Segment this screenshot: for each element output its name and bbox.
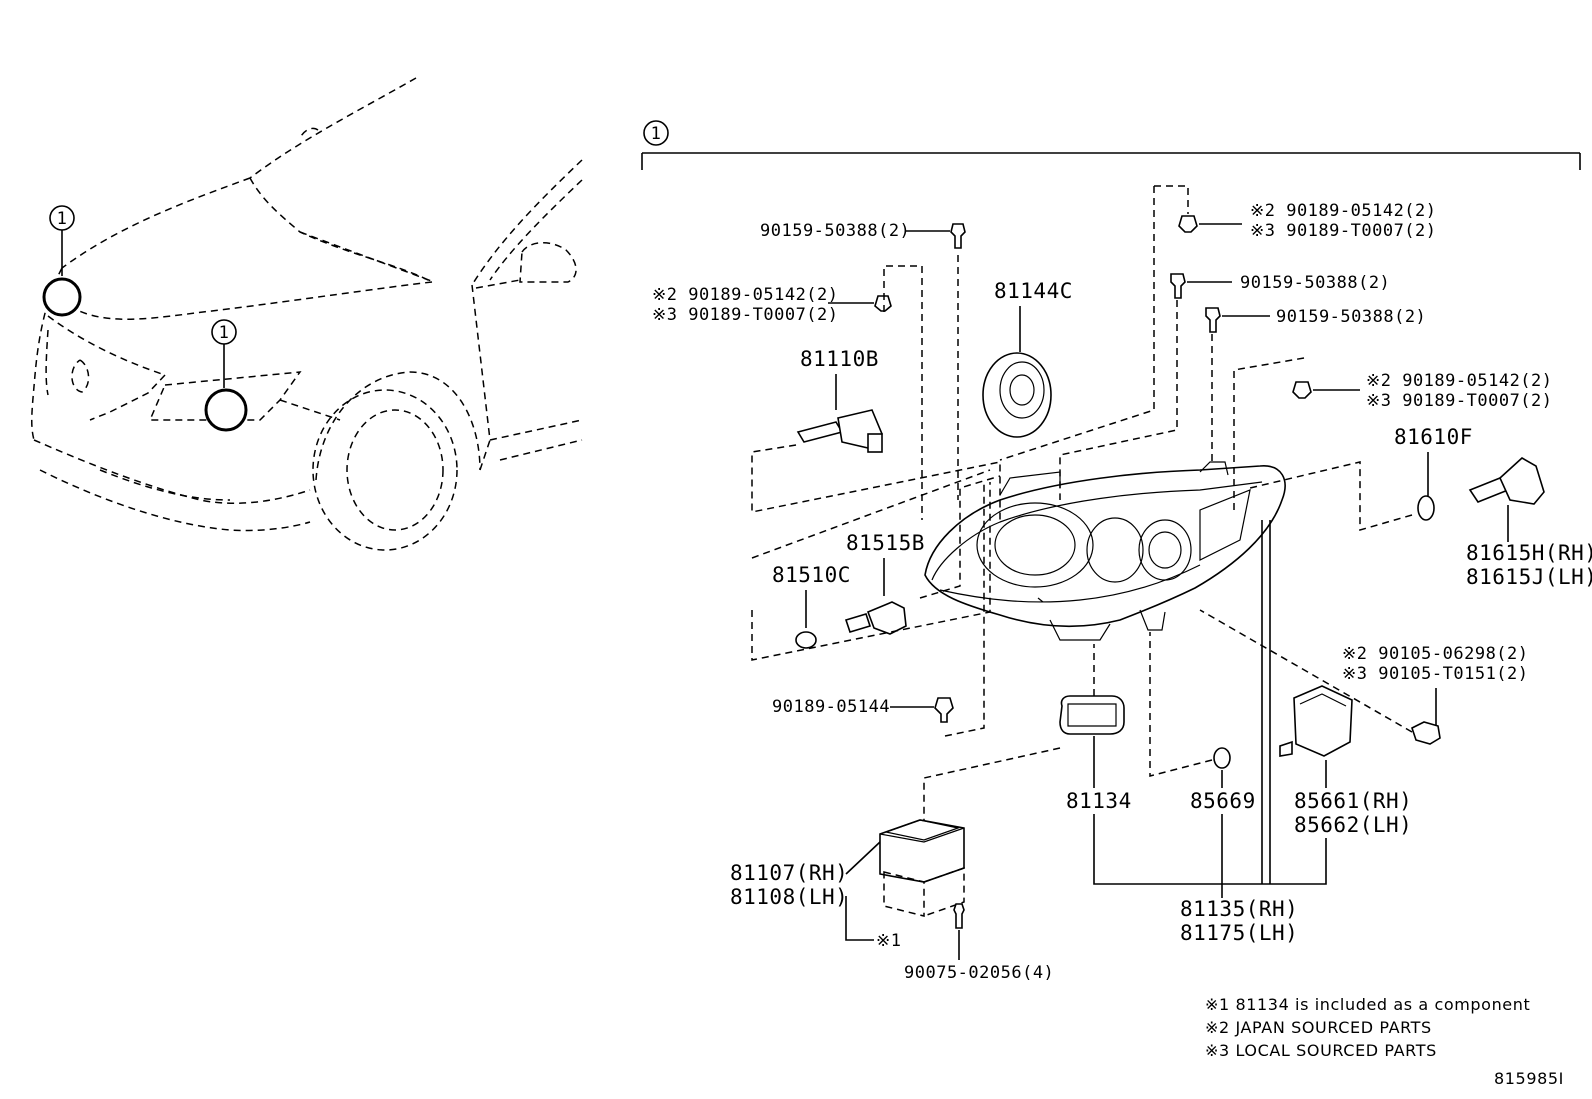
vehicle-callout-headlamp-1: 1: [42, 205, 82, 317]
label-81107: 81107(RH): [730, 861, 848, 885]
part-81135-81175: 81135(RH) 81175(LH): [1093, 520, 1327, 945]
vehicle-front-view: [31, 77, 583, 551]
part-clip-top: ※2 90189-05142(2) ※3 90189-T0007(2): [999, 185, 1437, 461]
label-note-ref-1: ※1: [876, 931, 901, 951]
label-81110b: 81110B: [800, 347, 879, 371]
callout-number: 1: [57, 209, 68, 229]
label-top-clip-2: ※2 90189-05142(2): [1250, 201, 1437, 221]
label-81515b: 81515B: [846, 531, 925, 555]
part-85661-85662: 85661(RH) 85662(LH): [1279, 685, 1412, 837]
label-90075-02056: 90075-02056(4): [904, 963, 1054, 983]
note-1: ※1 81134 is included as a component: [1205, 995, 1530, 1014]
part-90159-50388-c: 90159-50388(2): [1205, 307, 1426, 466]
label-85669: 85669: [1190, 789, 1256, 813]
part-90159-50388-b: 90159-50388(2): [1059, 273, 1390, 500]
label-85662: 85662(LH): [1294, 813, 1412, 837]
part-81144c: 81144C: [982, 279, 1073, 438]
label-81615j: 81615J(LH): [1466, 565, 1592, 589]
callout-number: 1: [219, 323, 230, 343]
part-90075-02056: 90075-02056(4): [904, 903, 1054, 983]
part-clip-left: ※2 90189-05142(2) ※3 90189-T0007(2): [652, 265, 923, 520]
label-81615h: 81615H(RH): [1466, 541, 1592, 565]
part-screw-90105: ※2 90105-06298(2) ※3 90105-T0151(2): [1199, 609, 1529, 745]
assembly-callout-number: 1: [651, 124, 662, 144]
label-81135: 81135(RH): [1180, 897, 1298, 921]
label-81610f: 81610F: [1394, 425, 1473, 449]
part-90159-50388-a: 90159-50388(2): [760, 221, 966, 500]
assembly-bracket: 1: [641, 120, 1581, 170]
label-90159-50388-b: 90159-50388(2): [1240, 273, 1390, 293]
label-left-clip-3: ※3 90189-T0007(2): [652, 305, 839, 325]
part-90189-05144: 90189-05144: [772, 480, 985, 737]
part-81610f: 81610F: [1249, 425, 1473, 531]
part-81515b: 81515B: [844, 475, 1001, 635]
label-screw-3: ※3 90105-T0151(2): [1342, 664, 1529, 684]
label-85661: 85661(RH): [1294, 789, 1412, 813]
headlamp-housing: [924, 461, 1286, 641]
diagram-id: 815985I: [1494, 1069, 1564, 1088]
part-81134: 81134: [923, 644, 1132, 836]
label-81510c: 81510C: [772, 563, 851, 587]
part-81107-81108: 81107(RH) 81108(LH) ※1: [730, 819, 965, 951]
part-85669: 85669: [1149, 632, 1256, 813]
label-right-clip-2: ※2 90189-05142(2): [1366, 371, 1553, 391]
notes-block: ※1 81134 is included as a component ※2 J…: [1205, 995, 1530, 1060]
label-90159-50388-c: 90159-50388(2): [1276, 307, 1426, 327]
part-81110b: 81110B: [751, 347, 1001, 520]
part-81615h-81615j: 81615H(RH) 81615J(LH): [1466, 457, 1592, 589]
label-81144c: 81144C: [994, 279, 1073, 303]
label-right-clip-3: ※3 90189-T0007(2): [1366, 391, 1553, 411]
label-90159-50388-a: 90159-50388(2): [760, 221, 910, 241]
label-top-clip-3: ※3 90189-T0007(2): [1250, 221, 1437, 241]
note-2: ※2 JAPAN SOURCED PARTS: [1205, 1018, 1432, 1037]
label-screw-2: ※2 90105-06298(2): [1342, 644, 1529, 664]
vehicle-callout-headlamp-2: 1: [204, 319, 248, 432]
label-left-clip-2: ※2 90189-05142(2): [652, 285, 839, 305]
label-81134: 81134: [1066, 789, 1132, 813]
label-81108: 81108(LH): [730, 885, 848, 909]
part-81510c: 81510C: [751, 469, 991, 661]
part-clip-right: ※2 90189-05142(2) ※3 90189-T0007(2): [1233, 357, 1553, 510]
note-3: ※3 LOCAL SOURCED PARTS: [1205, 1041, 1437, 1060]
label-90189-05144: 90189-05144: [772, 697, 890, 717]
label-81175: 81175(LH): [1180, 921, 1298, 945]
